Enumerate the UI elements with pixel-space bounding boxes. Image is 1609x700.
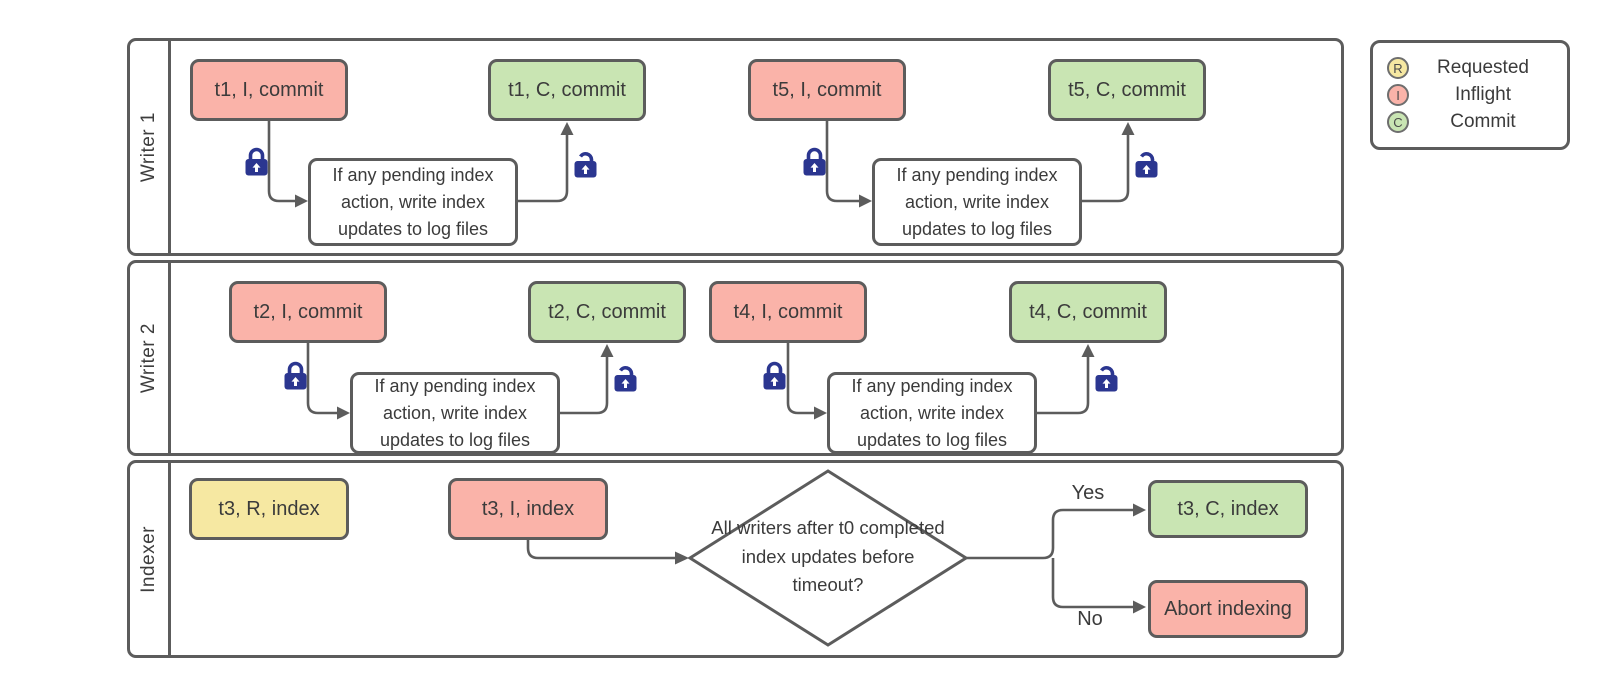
lane-writer2-label: Writer 2 — [138, 322, 159, 394]
inflight-state-icon: I — [1387, 84, 1409, 106]
node-t5-inflight: t5, I, commit — [748, 59, 906, 121]
commit-state-icon: C — [1387, 111, 1409, 133]
node-t2-inflight: t2, I, commit — [229, 281, 387, 343]
legend: R Requested I Inflight C Commit — [1370, 40, 1570, 150]
node-t5-commit: t5, C, commit — [1048, 59, 1206, 121]
node-t4-commit: t4, C, commit — [1009, 281, 1167, 343]
edge-label-no: No — [1077, 608, 1103, 630]
legend-row-inflight: I Inflight — [1387, 84, 1557, 106]
legend-label-requested: Requested — [1437, 57, 1529, 78]
node-t1-commit: t1, C, commit — [488, 59, 646, 121]
node-t3-requested: t3, R, index — [189, 478, 349, 540]
lane-indexer-label: Indexer — [138, 525, 159, 593]
node-t3-inflight: t3, I, index — [448, 478, 608, 540]
lane-writer1-label: Writer 1 — [138, 111, 159, 183]
node-t2-commit: t2, C, commit — [528, 281, 686, 343]
node-t1-inflight: t1, I, commit — [190, 59, 348, 121]
requested-state-icon: R — [1387, 57, 1409, 79]
lane-indexer-header: Indexer — [130, 463, 171, 655]
node-write-index-note: If any pending index action, write index… — [872, 158, 1082, 246]
node-abort-indexing: Abort indexing — [1148, 580, 1308, 638]
lane-writer1-header: Writer 1 — [130, 41, 171, 253]
node-t3-commit: t3, C, index — [1148, 480, 1308, 538]
legend-label-commit: Commit — [1450, 111, 1516, 132]
edge-label-yes: Yes — [1071, 482, 1105, 504]
legend-label-inflight: Inflight — [1455, 84, 1511, 105]
legend-row-commit: C Commit — [1387, 111, 1557, 133]
node-t4-inflight: t4, I, commit — [709, 281, 867, 343]
lane-writer2-header: Writer 2 — [130, 263, 171, 453]
decision-text: All writers after t0 completed index upd… — [711, 517, 945, 596]
node-write-index-note: If any pending index action, write index… — [350, 372, 560, 454]
node-write-index-note: If any pending index action, write index… — [827, 372, 1037, 454]
legend-row-requested: R Requested — [1387, 57, 1557, 79]
node-write-index-note: If any pending index action, write index… — [308, 158, 518, 246]
